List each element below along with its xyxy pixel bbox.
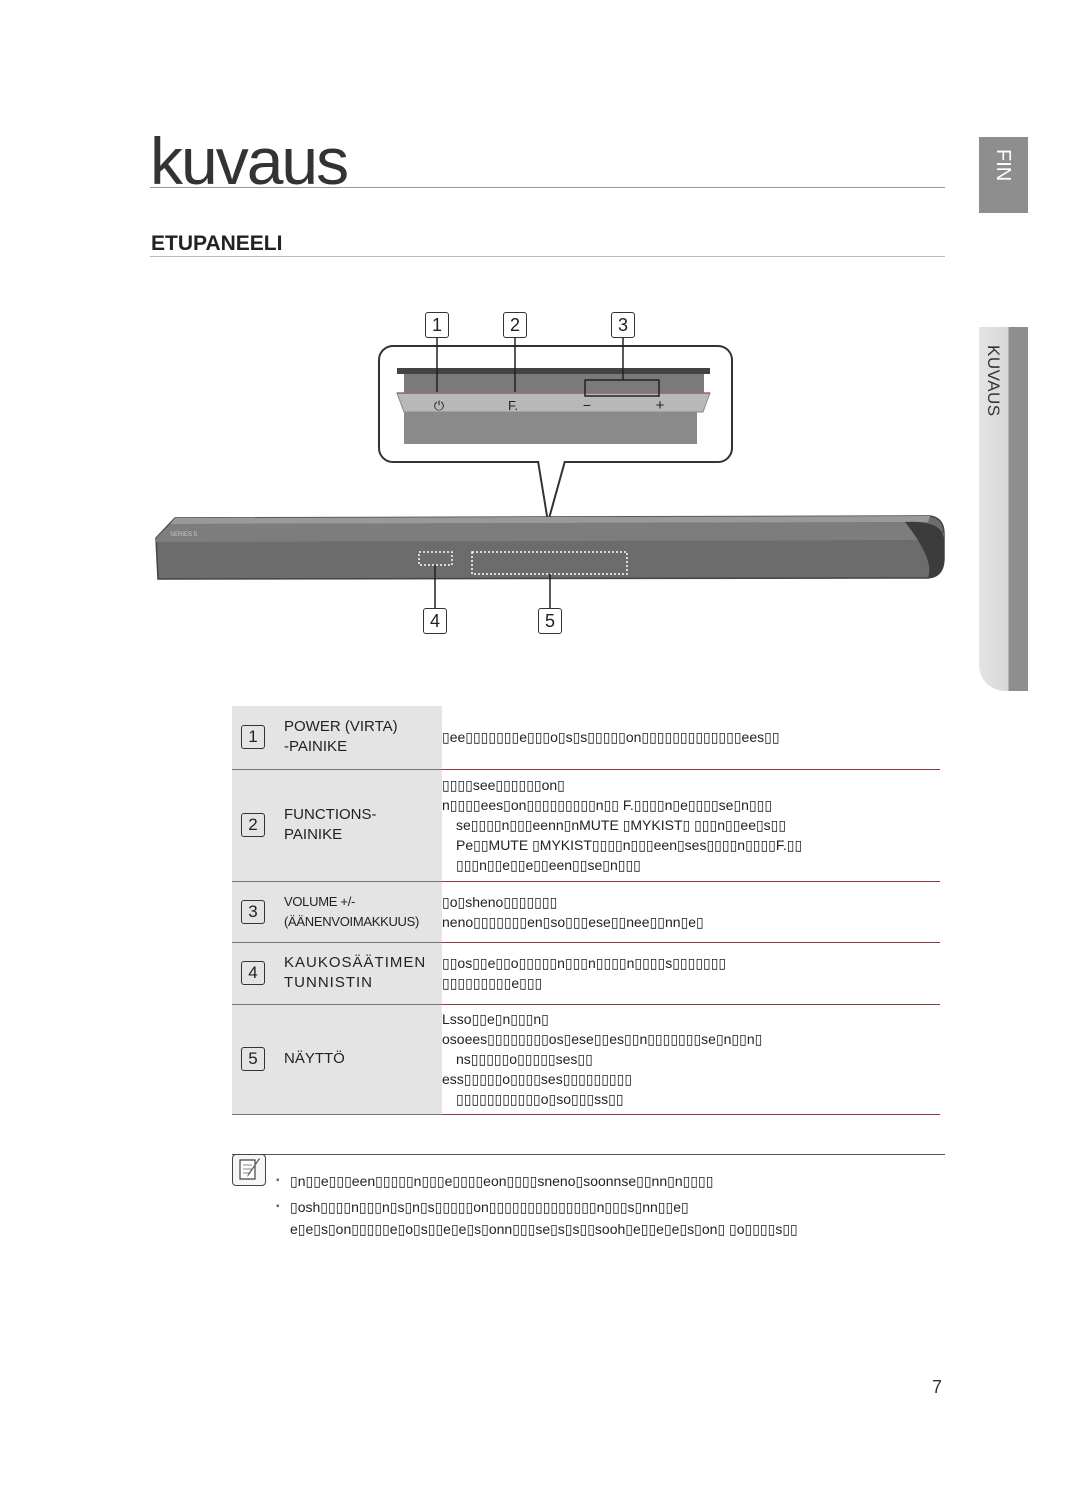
table-row: 5 NÄYTTÖ Lsso▯▯e▯n▯▯▯n▯ osoees▯▯▯▯▯▯▯▯os… [232,1004,940,1115]
table-row: 4 KAUKOSÄÄTIMEN TUNNISTIN ▯▯os▯▯e▯▯o▯▯▯▯… [232,942,940,1005]
soundbar-logo: SERIES 5 [170,532,198,538]
panel-body [404,412,697,444]
table-row: 3 VOLUME +/- (ÄÄNENVOIMAKKUUS) ▯o▯sheno▯… [232,881,940,943]
section-divider [150,256,945,257]
row-description: ▯▯os▯▯e▯▯o▯▯▯▯▯n▯▯▯n▯▯▯▯n▯▯▯▯s▯▯▯▯▯▯▯ ▯▯… [442,942,940,1005]
section-side-tab: KUVAUS [979,327,1028,691]
table-row: 1 POWER (VIRTA) -PAINIKE ▯ee▯▯▯▯▯▯▯e▯▯▯o… [232,706,940,770]
section-title: ETUPANEELI [151,232,283,255]
callout-3: 3 [611,312,635,338]
row-number: 5 [241,1047,265,1071]
language-tab-label: FIN [992,149,1014,182]
row-description: ▯▯▯▯see▯▯▯▯▯▯on▯ n▯▯▯▯ees▯on▯▯▯▯▯▯▯▯▯n▯▯… [442,769,940,882]
section-side-tab-label: KUVAUS [984,345,1003,417]
row-name: FUNCTIONS- PAINIKE [284,769,442,882]
volume-down-label: − [583,397,591,413]
panel-top-strip [397,368,710,374]
row-number: 4 [241,961,265,985]
volume-up-label: + [656,397,665,414]
note-item: ▯n▯▯e▯▯▯een▯▯▯▯▯n▯▯▯e▯▯▯▯eon▯▯▯▯sneno▯so… [276,1170,926,1192]
note-item: ▯osh▯▯▯▯n▯▯▯n▯s▯n▯s▯▯▯▯▯on▯▯▯▯▯▯▯▯▯▯▯▯▯▯… [276,1196,926,1240]
row-number: 2 [241,813,265,837]
row-number: 3 [241,899,265,924]
callout-5: 5 [538,608,562,634]
title-divider [150,187,945,188]
function-button-label: F. [508,398,518,413]
callout-1: 1 [425,312,449,338]
row-name: POWER (VIRTA) -PAINIKE [284,706,442,770]
note-icon [232,1154,266,1186]
table-row: 2 FUNCTIONS- PAINIKE ▯▯▯▯see▯▯▯▯▯▯on▯ n▯… [232,769,940,882]
row-description: ▯o▯sheno▯▯▯▯▯▯▯ neno▯▯▯▯▯▯▯en▯so▯▯▯ese▯▯… [442,881,940,943]
display-area [471,551,628,575]
notes-list: ▯n▯▯e▯▯▯een▯▯▯▯▯n▯▯▯e▯▯▯▯eon▯▯▯▯sneno▯so… [276,1170,926,1244]
row-number: 1 [241,725,265,750]
callout-2: 2 [503,312,527,338]
page-number: 7 [932,1377,943,1397]
front-panel-diagram: ⏻ F. − + SERIES 5 [155,337,945,608]
power-button-icon: ⏻ [434,399,444,414]
front-panel-table: 1 POWER (VIRTA) -PAINIKE ▯ee▯▯▯▯▯▯▯e▯▯▯o… [232,706,940,1115]
row-name: KAUKOSÄÄTIMEN TUNNISTIN [284,942,442,1005]
page-title: kuvaus [150,124,349,198]
callout-4: 4 [423,608,447,634]
row-description: ▯ee▯▯▯▯▯▯▯e▯▯▯o▯s▯s▯▯▯▯▯on▯▯▯▯▯▯▯▯▯▯▯▯▯e… [442,706,940,770]
notes-divider [232,1154,945,1155]
remote-sensor-area [418,551,453,566]
row-name: VOLUME +/- (ÄÄNENVOIMAKKUUS) [284,881,442,943]
row-description: Lsso▯▯e▯n▯▯▯n▯ osoees▯▯▯▯▯▯▯▯os▯ese▯▯es▯… [442,1004,940,1115]
row-name: NÄYTTÖ [284,1004,442,1115]
language-tab: FIN [979,137,1028,213]
volume-bracket [584,379,660,397]
